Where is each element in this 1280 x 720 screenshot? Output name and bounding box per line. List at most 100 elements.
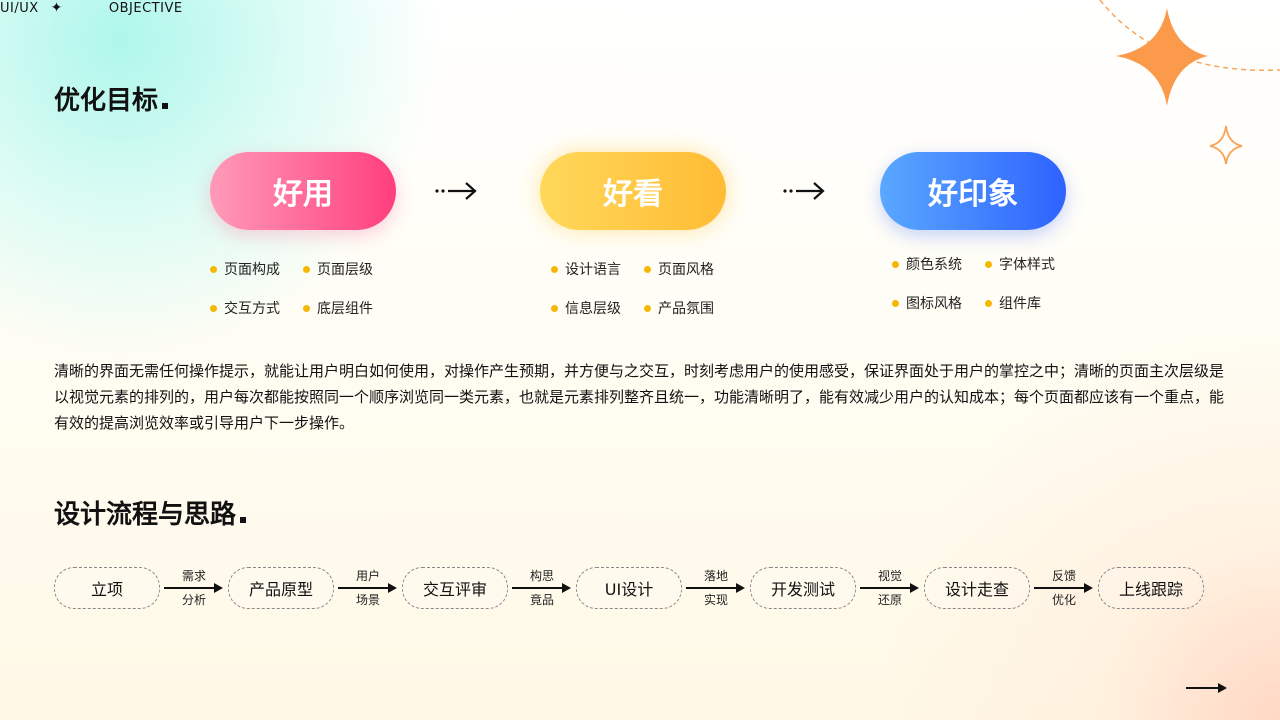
bullet-dot	[985, 260, 992, 268]
feature-item: 设计语言	[551, 259, 621, 279]
flow-link: 反馈 优化	[1030, 567, 1098, 607]
flow-link-bottom: 实现	[703, 593, 728, 607]
feature-label: 产品氛围	[658, 301, 714, 317]
flow-node-label: 上线跟踪	[1118, 580, 1183, 599]
arrow-head-icon	[388, 583, 397, 593]
orange-star-icon	[1116, 8, 1208, 106]
arrow-head-icon	[214, 583, 223, 593]
goal-pill-label: 好印象	[928, 177, 1018, 212]
flow-link-bottom: 竟品	[529, 593, 554, 607]
flow-link-top: 落地	[703, 569, 728, 583]
header-labels: UI/UX ✦ OBJECTIVE	[0, 0, 1280, 16]
feature-label: 颜色系统	[906, 257, 962, 273]
feature-item: 组件库	[985, 293, 1041, 313]
flow-link-line	[164, 587, 216, 589]
description-paragraph: 清晰的界面无需任何操作提示，就能让用户明白如何使用，对操作产生预期，并方便与之交…	[54, 362, 1225, 432]
feature-label: 页面风格	[658, 262, 714, 278]
feature-item: 页面构成	[210, 259, 280, 279]
flow-node-dev-test: 开发测试	[750, 567, 856, 609]
arrow-head-icon	[562, 583, 571, 593]
feature-label: 设计语言	[565, 262, 621, 278]
dotted-arrow-icon	[435, 182, 477, 200]
feature-label: 字体样式	[999, 257, 1055, 273]
feature-item: 图标风格	[892, 293, 962, 313]
feature-item: 字体样式	[985, 254, 1055, 274]
goal-pill-beautiful: 好看	[540, 152, 726, 230]
arrow-head-icon	[736, 583, 745, 593]
sparkle-icon: ✦	[50, 0, 63, 16]
next-arrow-icon[interactable]	[1186, 681, 1228, 695]
flow-node-interaction-review: 交互评审	[402, 567, 508, 609]
feature-item: 产品氛围	[644, 298, 714, 318]
arrow-head-icon	[1084, 583, 1093, 593]
flow-link-line	[686, 587, 738, 589]
bullet-dot	[892, 299, 899, 307]
flow-node-initiation: 立项	[54, 567, 160, 609]
outline-star-icon	[1209, 125, 1243, 165]
feature-item: 信息层级	[551, 298, 621, 318]
flow-link-top: 反馈	[1051, 569, 1076, 583]
feature-label: 图标风格	[906, 296, 962, 312]
flow-link-top: 视觉	[877, 569, 902, 583]
flow-link-top: 需求	[181, 569, 206, 583]
flow-node-prototype: 产品原型	[228, 567, 334, 609]
flow-link-bottom: 优化	[1051, 593, 1076, 607]
bullet-dot	[644, 304, 651, 312]
flow-link: 落地 实现	[682, 567, 750, 607]
feature-label: 信息层级	[565, 301, 621, 317]
feature-item: 页面层级	[303, 259, 373, 279]
title-dot	[240, 517, 247, 523]
bullet-dot	[303, 265, 310, 273]
bullet-dot	[210, 304, 217, 312]
bullet-dot	[303, 304, 310, 312]
flow-node-label: 开发测试	[770, 580, 835, 599]
flow-node-label: 设计走查	[944, 580, 1009, 599]
feature-item: 交互方式	[210, 298, 280, 318]
goal-pill-label: 好用	[273, 177, 333, 212]
goal-pill-impression: 好印象	[880, 152, 1066, 230]
flow-link: 视觉 还原	[856, 567, 924, 607]
flow-link-line	[860, 587, 912, 589]
orange-star-decoration	[1099, 0, 1280, 165]
flow-node-label: 产品原型	[248, 580, 313, 599]
section2-title: 设计流程与思路	[54, 494, 247, 531]
flow-node-ui-design: UI设计	[576, 567, 682, 609]
feature-label: 组件库	[999, 296, 1041, 312]
bullet-dot	[551, 304, 558, 312]
goal-pill-usable: 好用	[210, 152, 396, 230]
flow-link-line	[512, 587, 564, 589]
flow-link: 构思 竟品	[508, 567, 576, 607]
feature-item: 底层组件	[303, 298, 373, 318]
flow-link: 需求 分析	[160, 567, 228, 607]
bullet-dot	[892, 260, 899, 268]
flow-link-bottom: 分析	[181, 593, 206, 607]
arrow-head-icon	[910, 583, 919, 593]
feature-item: 页面风格	[644, 259, 714, 279]
feature-label: 页面构成	[224, 262, 280, 278]
flow-node-label: UI设计	[604, 580, 654, 599]
section2-title-text: 设计流程与思路	[54, 500, 237, 530]
bullet-dot	[551, 265, 558, 273]
feature-label: 页面层级	[317, 262, 373, 278]
section1-title-text: 优化目标	[54, 86, 159, 116]
title-dot	[162, 103, 169, 109]
flow-node-label: 交互评审	[422, 580, 487, 599]
flow-link: 用户 场景	[334, 567, 402, 607]
dotted-arrow-icon	[783, 182, 825, 200]
flow-link-bottom: 场景	[355, 593, 380, 607]
feature-label: 交互方式	[224, 301, 280, 317]
bullet-dot	[985, 299, 992, 307]
header-right-label: OBJECTIVE	[108, 0, 183, 16]
bullet-dot	[210, 265, 217, 273]
goal-pill-label: 好看	[603, 177, 663, 212]
flow-node-label: 立项	[90, 580, 123, 599]
header-left-label: UI/UX	[0, 0, 39, 16]
feature-label: 底层组件	[317, 301, 373, 317]
flow-node-launch-tracking: 上线跟踪	[1098, 567, 1204, 609]
flow-link-bottom: 还原	[877, 593, 902, 607]
flow-link-top: 用户	[355, 569, 380, 583]
flow-link-top: 构思	[529, 569, 554, 583]
bullet-dot	[644, 265, 651, 273]
flow-link-line	[1034, 587, 1086, 589]
feature-item: 颜色系统	[892, 254, 962, 274]
